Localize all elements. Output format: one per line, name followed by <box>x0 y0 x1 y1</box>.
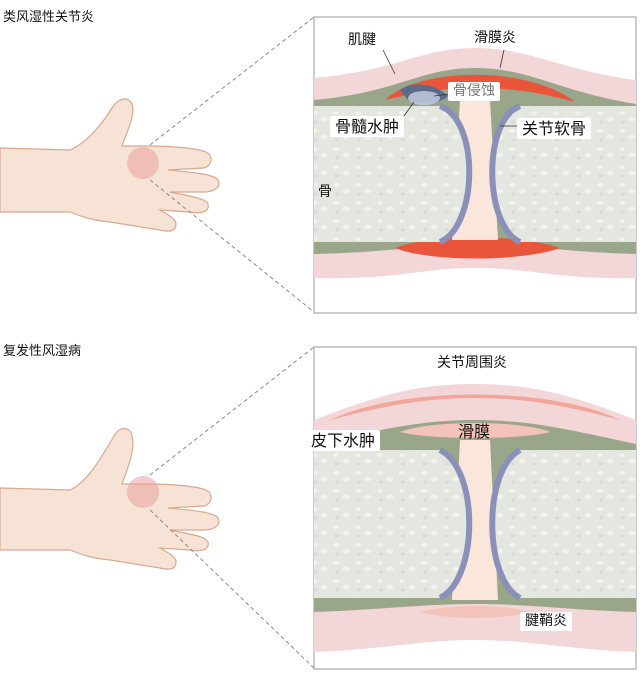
left-bone <box>314 450 470 598</box>
zoom-lines-bottom <box>149 346 315 669</box>
periarticular-inflammation <box>330 394 620 420</box>
marrow-edema-spot <box>408 91 440 105</box>
hand-shape <box>0 98 220 232</box>
left-cartilage <box>438 447 473 601</box>
label-bone-erosion: 骨侵蚀 <box>448 82 500 101</box>
zoom-lines-top <box>149 16 315 313</box>
label-synovium: 滑膜 <box>458 422 491 441</box>
title-recurrent-rheumatism: 复发性风湿病 <box>3 344 82 359</box>
hand-bottom <box>0 427 220 570</box>
right-bone <box>492 106 636 242</box>
label-articular-cartilage: 关节软骨 <box>517 118 592 140</box>
hand-shape <box>0 427 220 570</box>
label-tendon: 肌腱 <box>348 32 376 48</box>
synovium-region <box>400 423 550 438</box>
label-tenosynovitis: 腱鞘炎 <box>520 612 572 631</box>
label-bone-marrow-edema: 骨髓水肿 <box>330 116 405 138</box>
hand-top <box>0 98 220 232</box>
inflamed-joint-hotspot <box>127 147 159 179</box>
right-bone <box>492 450 636 598</box>
left-cartilage <box>438 103 473 245</box>
label-bone: 骨 <box>318 184 332 200</box>
tendon-sheath-region <box>420 606 530 618</box>
left-bone <box>314 106 470 242</box>
joint-panel-bottom <box>313 346 637 670</box>
synovitis-region <box>385 74 575 102</box>
right-cartilage <box>489 447 522 601</box>
inflamed-joint-hotspot <box>127 476 159 508</box>
title-rheumatoid-arthritis: 类风湿性关节炎 <box>3 10 95 25</box>
label-synovitis: 滑膜炎 <box>474 30 516 46</box>
right-cartilage <box>489 103 522 245</box>
label-subcutaneous-edema: 皮下水肿 <box>306 430 381 452</box>
joint-panel-top <box>313 16 637 314</box>
label-periarthritis: 关节周围炎 <box>432 354 512 373</box>
